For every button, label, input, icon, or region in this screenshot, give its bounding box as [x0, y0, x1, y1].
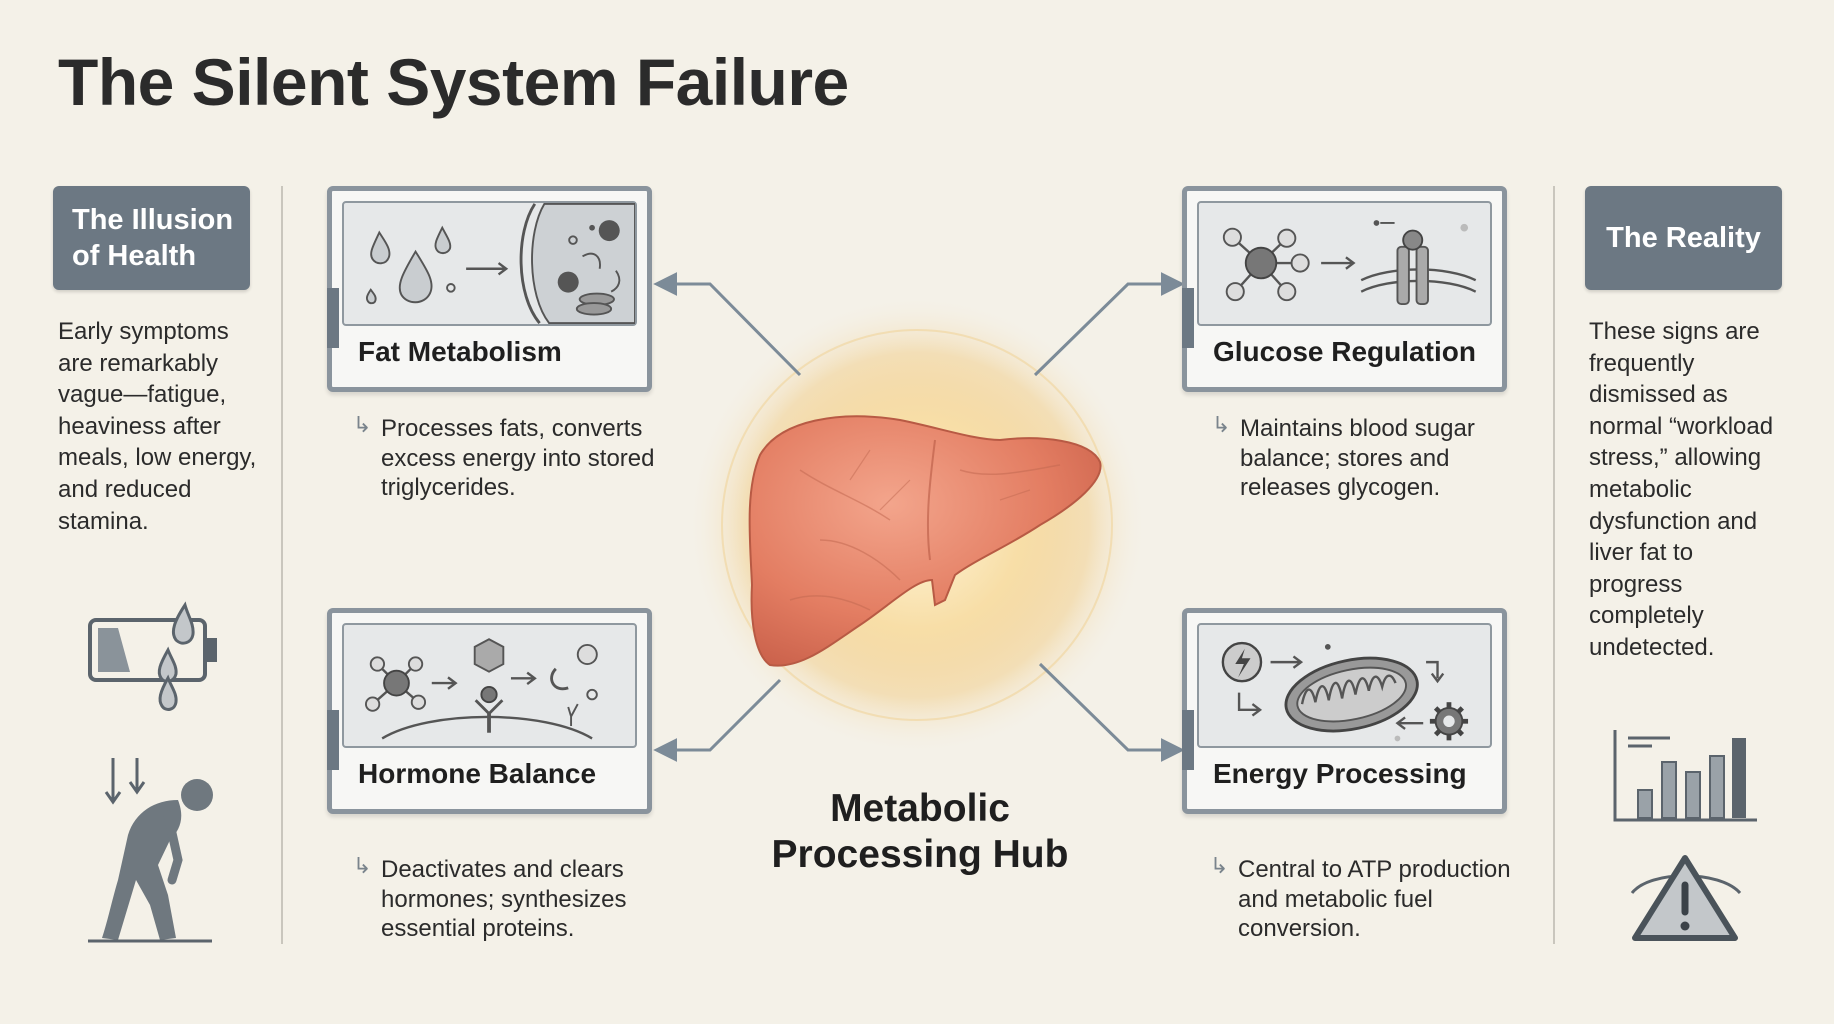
illusion-header: The Illusion of Health — [53, 186, 250, 290]
left-divider — [281, 186, 283, 944]
hormone-receptor-icon — [364, 638, 598, 740]
glucose-regulation-illustration — [1197, 201, 1492, 326]
connector-glucose — [1033, 272, 1185, 377]
hormone-balance-description: ↳ Deactivates and clears hormones; synth… — [353, 853, 627, 943]
page-title: The Silent System Failure — [58, 45, 849, 119]
fat-metabolism-description: ↳ Processes fats, converts excess energy… — [353, 412, 655, 502]
right-divider — [1553, 186, 1555, 944]
fat-metabolism-illustration — [342, 201, 637, 326]
illusion-text: Early symptoms are remarkably vague—fati… — [58, 318, 257, 535]
connector-hormone — [653, 678, 782, 762]
glucose-regulation-description: ↳ Maintains blood sugar balance; stores … — [1212, 412, 1475, 502]
elbow-arrow-icon: ↳ — [1210, 853, 1229, 878]
elbow-arrow-icon: ↳ — [353, 853, 372, 878]
card-glucose-regulation: Glucose Regulation — [1182, 186, 1507, 392]
connector-energy — [1038, 662, 1185, 762]
hormone-balance-illustration — [342, 623, 637, 748]
hub-label: Metabolic Processing Hub — [771, 787, 1069, 876]
card-fat-metabolism: Fat Metabolism — [327, 186, 652, 392]
card-energy-processing: Energy Processing — [1182, 608, 1507, 814]
reality-header: The Reality — [1585, 186, 1782, 290]
reality-text: These signs are frequently dismissed as … — [1589, 318, 1774, 661]
fat-droplets-icon — [365, 203, 635, 324]
card-hormone-balance: Hormone Balance — [327, 608, 652, 814]
elbow-arrow-icon: ↳ — [1212, 412, 1231, 437]
fat-metabolism-label: Fat Metabolism — [358, 336, 562, 367]
mitochondria-icon — [1221, 641, 1469, 742]
glucose-regulation-label: Glucose Regulation — [1213, 336, 1476, 367]
liver-illustration — [748, 415, 1102, 667]
hormone-balance-label: Hormone Balance — [358, 758, 597, 789]
elbow-arrow-icon: ↳ — [353, 412, 372, 437]
energy-processing-description: ↳ Central to ATP production and metaboli… — [1210, 853, 1511, 943]
molecule-receptor-icon — [1222, 220, 1477, 306]
connector-fat — [653, 272, 802, 377]
energy-processing-label: Energy Processing — [1213, 758, 1467, 789]
energy-processing-illustration — [1197, 623, 1492, 748]
